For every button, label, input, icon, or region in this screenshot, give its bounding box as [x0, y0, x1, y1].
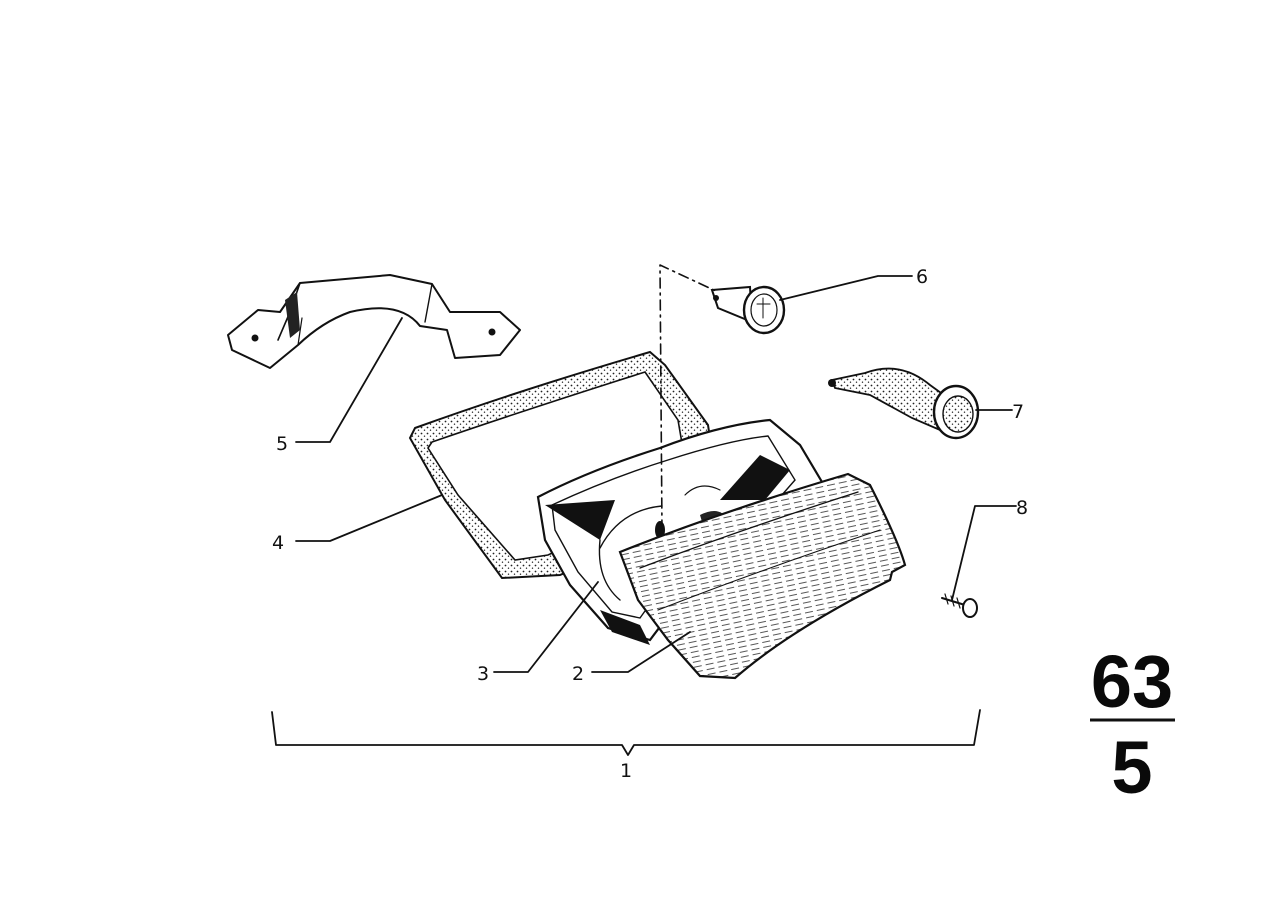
- callout-6: 6: [916, 266, 928, 288]
- bulb-socket: [828, 367, 980, 440]
- lens: [618, 472, 907, 680]
- assembly-brace: [271, 709, 981, 756]
- callout-8: 8: [1016, 497, 1028, 519]
- assembly-axis: [659, 264, 719, 531]
- bulb: [710, 285, 786, 335]
- mounting-bracket: [227, 274, 521, 369]
- callout-5: 5: [276, 433, 288, 455]
- leader-lines: [295, 275, 1017, 673]
- screw: [941, 593, 978, 618]
- callout-4: 4: [272, 532, 284, 554]
- callout-1: 1: [620, 760, 632, 782]
- group-main-number: 63: [1091, 640, 1173, 723]
- group-number-badge: 63 5: [1090, 640, 1175, 809]
- callout-2: 2: [572, 663, 584, 685]
- group-sub-number: 5: [1111, 726, 1152, 809]
- callout-3: 3: [477, 663, 489, 685]
- callout-7: 7: [1012, 401, 1024, 423]
